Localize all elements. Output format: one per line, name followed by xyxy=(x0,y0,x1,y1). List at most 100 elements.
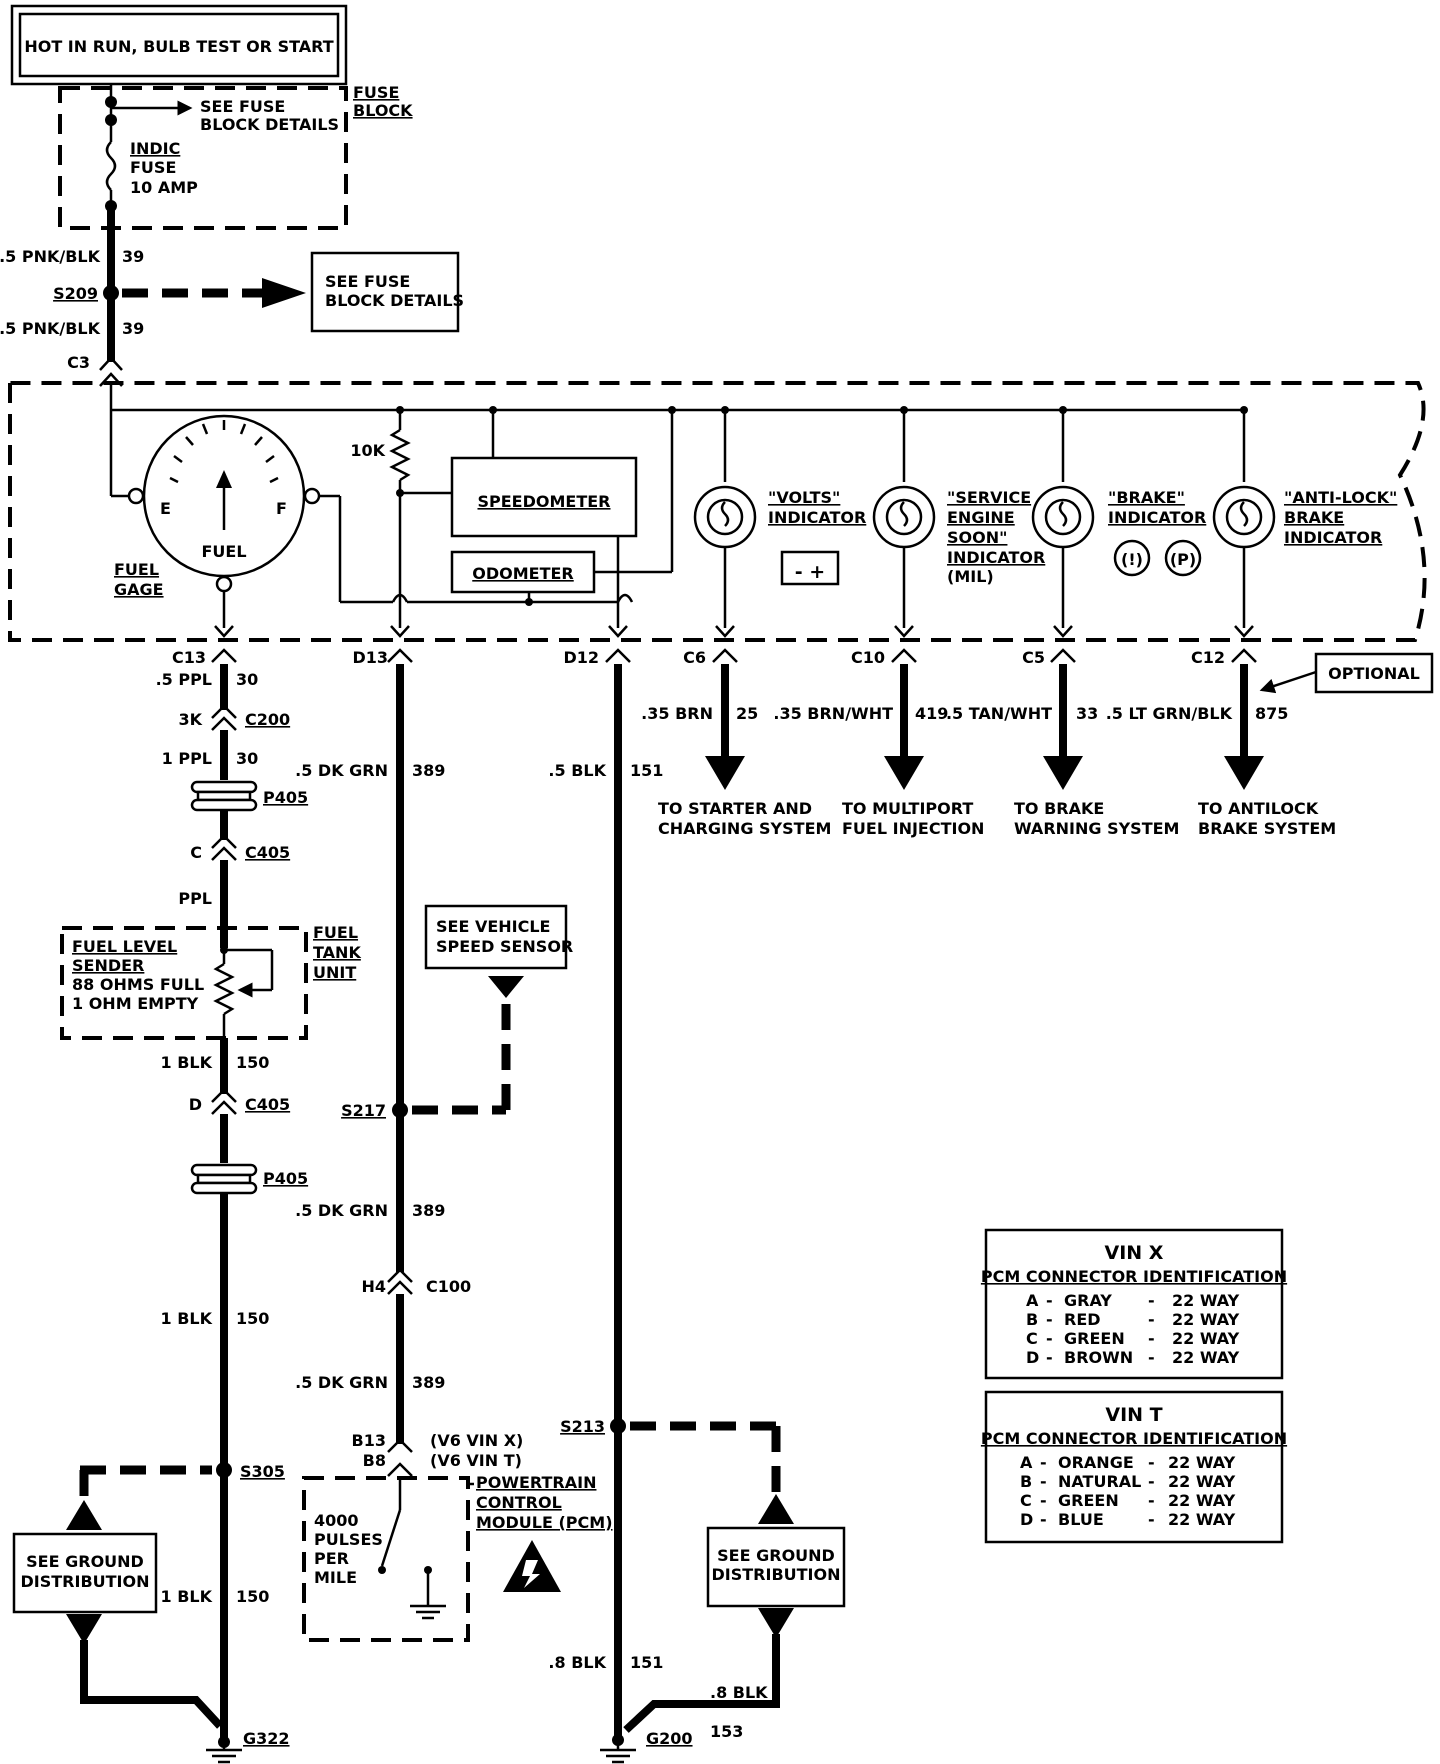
connector-d13: D13 xyxy=(352,648,388,667)
splice-s305-label: S305 xyxy=(240,1462,285,1481)
power-source-label: HOT IN RUN, BULB TEST OR START xyxy=(24,37,333,56)
speed-pin: H4 xyxy=(361,1277,386,1296)
fuel-w5: 1 BLK xyxy=(161,1309,213,1328)
svg-text:PER: PER xyxy=(314,1549,349,1568)
fuel-conn1: C200 xyxy=(245,710,290,729)
vin-x-row: C- GREEN- 22 WAY xyxy=(1026,1329,1240,1348)
svg-text:SEE GROUND: SEE GROUND xyxy=(26,1552,144,1571)
resistor-10k: 10K xyxy=(350,441,385,460)
svg-text:C: C xyxy=(1020,1491,1032,1510)
ses-label-5: (MIL) xyxy=(947,567,994,586)
fuel-conn3: C405 xyxy=(245,1095,290,1114)
sender-label-4: 1 OHM EMPTY xyxy=(72,994,199,1013)
fuel-c5: 150 xyxy=(236,1309,269,1328)
svg-text:-: - xyxy=(1148,1472,1155,1491)
sender-label-2: SENDER xyxy=(72,956,144,975)
vin-t-row: A- ORANGE- 22 WAY xyxy=(1020,1453,1236,1472)
speed-circuit-wires: SEE VEHICLE SPEED SENSOR xyxy=(387,664,573,1477)
svg-text:-: - xyxy=(1040,1453,1047,1472)
fuse-amp: 10 AMP xyxy=(130,178,198,197)
vin-t-row: C- GREEN- 22 WAY xyxy=(1020,1491,1236,1510)
fuse-fuse: FUSE xyxy=(130,158,176,177)
vin-t-row: B- NATURAL- 22 WAY xyxy=(1020,1472,1236,1491)
svg-text:- +: - + xyxy=(795,561,825,583)
pcm-label-2: CONTROL xyxy=(476,1493,562,1512)
svg-text:D: D xyxy=(1020,1510,1033,1529)
fuel-c6: 150 xyxy=(236,1587,269,1606)
volts-indicator: - + xyxy=(693,410,840,638)
ses-label-2: ENGINE xyxy=(947,508,1015,527)
fuel-p405b: P405 xyxy=(263,1169,308,1188)
ses-label-4: INDICATOR xyxy=(947,548,1045,567)
ground-dist-box xyxy=(706,1526,846,1608)
tank-label-3: UNIT xyxy=(313,963,356,982)
parking-brake-icon xyxy=(1164,539,1202,577)
connector-c13: C13 xyxy=(172,648,206,667)
speed-conn: C100 xyxy=(426,1277,471,1296)
svg-text:NATURAL: NATURAL xyxy=(1058,1472,1141,1491)
vin-x-note: (V6 VIN X) xyxy=(430,1431,523,1450)
ground-w3: .8 BLK xyxy=(710,1683,768,1702)
svg-text:B: B xyxy=(1026,1310,1038,1329)
speed-w1: .5 DK GRN xyxy=(295,761,388,780)
vin-t-title: VIN T xyxy=(1105,1404,1162,1426)
c12-dest-2: BRAKE SYSTEM xyxy=(1198,819,1336,838)
pcm-ground-icon xyxy=(410,1604,446,1620)
fuse-block: SEE FUSE BLOCK DETAILS INDIC FUSE 10 AMP xyxy=(58,86,348,230)
svg-text:-: - xyxy=(1040,1510,1047,1529)
tank-label-2: TANK xyxy=(313,943,361,962)
sender-label-3: 88 OHMS FULL xyxy=(72,975,204,994)
c6-wire: .35 BRN xyxy=(641,704,713,723)
bulb-icon xyxy=(1058,501,1068,527)
volts-label-2: INDICATOR xyxy=(768,508,866,527)
svg-text:(!): (!) xyxy=(1121,550,1143,569)
gage-f: F xyxy=(276,499,287,518)
svg-text:RED: RED xyxy=(1064,1310,1101,1329)
fuel-w4: 1 BLK xyxy=(161,1053,213,1072)
svg-text:GREEN: GREEN xyxy=(1064,1329,1125,1348)
svg-text:22 WAY: 22 WAY xyxy=(1172,1291,1240,1310)
arrow-up-icon xyxy=(66,1500,102,1530)
svg-text:A: A xyxy=(1020,1453,1033,1472)
svg-text:MILE: MILE xyxy=(314,1568,357,1587)
arrow-down-icon xyxy=(758,1608,794,1638)
arrow-up-icon xyxy=(758,1494,794,1524)
fuel-w6: 1 BLK xyxy=(161,1587,213,1606)
fuel-w2: 1 PPL xyxy=(162,749,212,768)
c12-dest-1: TO ANTILOCK xyxy=(1198,799,1319,818)
fuse-block-title-1: FUSE xyxy=(353,83,399,102)
connector-c6: C6 xyxy=(683,648,706,667)
svg-text:-: - xyxy=(1046,1348,1053,1367)
pcm-label-1: POWERTRAIN xyxy=(476,1473,596,1492)
speedometer-circuit: SPEEDOMETER ODOMETER xyxy=(389,410,674,638)
svg-text:-: - xyxy=(1148,1329,1155,1348)
svg-text:-: - xyxy=(1040,1472,1047,1491)
svg-text:22 WAY: 22 WAY xyxy=(1172,1310,1240,1329)
svg-text:OPTIONAL: OPTIONAL xyxy=(1328,664,1420,683)
svg-text:DISTRIBUTION: DISTRIBUTION xyxy=(21,1572,150,1591)
svg-text:-: - xyxy=(1148,1453,1155,1472)
c5-wire: .5 TAN/WHT xyxy=(946,704,1052,723)
svg-text:-: - xyxy=(1148,1291,1155,1310)
feed-circuit-top: 39 xyxy=(122,247,144,266)
vin-t-note: (V6 VIN T) xyxy=(430,1451,522,1470)
vin-x-row: D- BROWN- 22 WAY xyxy=(1026,1348,1240,1367)
svg-text:BROWN: BROWN xyxy=(1064,1348,1133,1367)
splice-s217 xyxy=(392,1102,408,1118)
ses-label-3: SOON" xyxy=(947,528,1007,547)
switch-icon xyxy=(380,1509,402,1567)
svg-text:BLUE: BLUE xyxy=(1058,1510,1104,1529)
splice-s209-label: S209 xyxy=(53,284,98,303)
abs-label-1: "ANTI-LOCK" xyxy=(1284,488,1397,507)
svg-text:A: A xyxy=(1026,1291,1039,1310)
ground-w2: .8 BLK xyxy=(548,1653,606,1672)
fuel-w3: PPL xyxy=(178,889,212,908)
vin-x-subtitle: PCM CONNECTOR IDENTIFICATION xyxy=(981,1267,1287,1286)
vin-x-table: VIN X PCM CONNECTOR IDENTIFICATION A - GR… xyxy=(981,1228,1287,1380)
svg-text:C: C xyxy=(1026,1329,1038,1348)
ground-g200-label: G200 xyxy=(646,1729,693,1748)
arrow-icon xyxy=(262,278,306,308)
vin-t-subtitle: PCM CONNECTOR IDENTIFICATION xyxy=(981,1429,1287,1448)
vin-x-title: VIN X xyxy=(1105,1242,1164,1264)
splice-s213-label: S213 xyxy=(560,1417,605,1436)
